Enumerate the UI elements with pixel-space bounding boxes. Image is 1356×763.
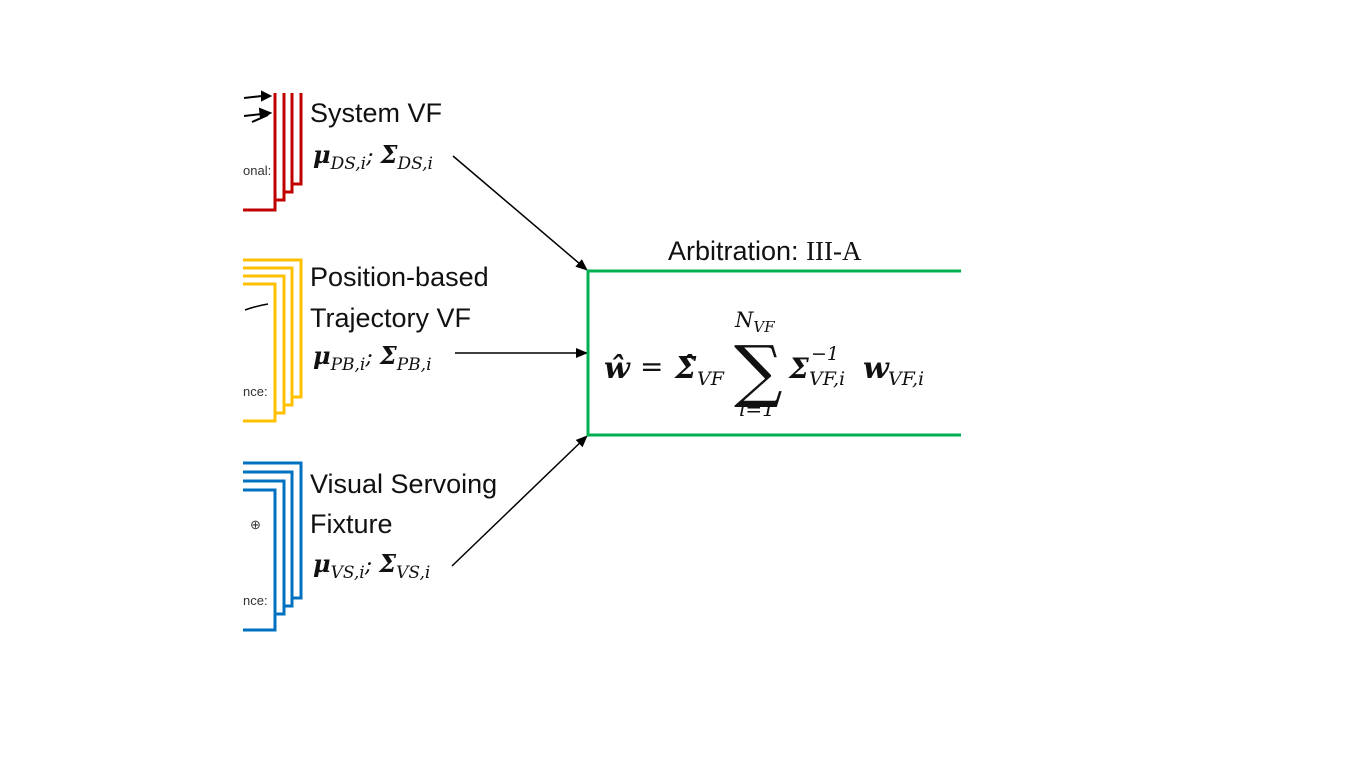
connector-arrows: [451, 155, 588, 567]
eq-lhs: ŵ: [604, 351, 631, 386]
eq-sigma-hat: Σ̂: [674, 351, 697, 386]
system-vf-params: μDS,i; ΣDS,i: [313, 140, 433, 174]
visual-vf-arrow: [451, 435, 588, 567]
position-vf-block: nce: Position-based Trajectory VF μPB,i;…: [243, 258, 489, 423]
position-vf-frames: [243, 258, 303, 423]
eq-sum-lower: i=1: [739, 397, 775, 421]
system-vf-arrow: [452, 155, 588, 271]
visual-vf-block: ⊕ nce: Visual Servoing Fixture μVS,i; ΣV…: [243, 461, 497, 632]
position-vf-params: μPB,i; ΣPB,i: [313, 341, 432, 375]
position-vf-title-line-2: Trajectory VF: [310, 303, 471, 333]
position-vf-title-line-1: Position-based: [310, 262, 489, 292]
arbitration-frame: [586, 269, 961, 437]
system-vf-frames: [243, 93, 303, 212]
eq-sigma-sub: VF,i: [809, 368, 845, 390]
visual-vf-title-line-2: Fixture: [310, 509, 393, 539]
trajectory-curve-icon: [244, 303, 269, 311]
eq-w-sub: VF,i: [888, 368, 924, 390]
visual-vf-params: μVS,i; ΣVS,i: [313, 549, 430, 583]
visual-vf-clipped-label: nce:: [243, 593, 268, 608]
system-vf-block: onal: System VF μDS,i; ΣDS,i: [243, 90, 442, 212]
system-vf-preview-arrows-icon: [243, 90, 273, 123]
position-vf-clipped-label: nce:: [243, 384, 268, 399]
system-vf-clipped-label: onal:: [243, 163, 271, 178]
eq-equals: =: [640, 350, 663, 383]
eq-sigma: Σ: [788, 352, 809, 385]
eq-sigma-sup: −1: [811, 343, 839, 365]
visual-vf-frames: [243, 461, 303, 632]
arbitration-block: Arbitration: III-A ŵ = Σ̂ VF ∑ NVF i=1 Σ…: [586, 236, 961, 437]
eq-sum-upper: NVF: [734, 308, 775, 336]
eq-sum-symbol: ∑: [734, 332, 783, 411]
visual-vf-title-line-1: Visual Servoing: [310, 469, 497, 499]
eq-w: w: [863, 351, 890, 386]
arbitration-equation: ŵ = Σ̂ VF ∑ NVF i=1 Σ −1 VF,i w VF,i: [604, 308, 924, 421]
system-vf-title: System VF: [310, 98, 442, 128]
arbitration-title: Arbitration: III-A: [668, 236, 862, 266]
eq-sigma-hat-sub: VF: [697, 368, 725, 390]
crosshair-icon: ⊕: [250, 517, 261, 532]
